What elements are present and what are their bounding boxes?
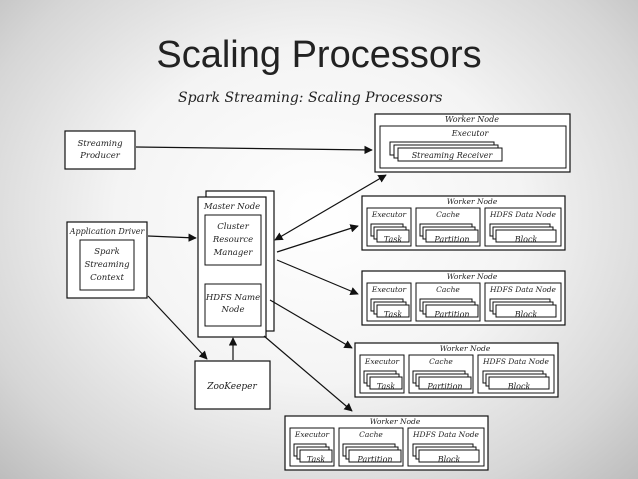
driver-to-zookeeper-arrow — [147, 295, 208, 360]
worker-node-title: Worker Node — [447, 272, 498, 281]
partition-stack-rect — [348, 449, 402, 463]
task-label: Task — [377, 382, 396, 391]
partition-label: Partition — [433, 310, 469, 319]
task-label: Task — [384, 235, 403, 244]
task-stack-rect — [376, 304, 410, 318]
partition-stack-rect — [425, 229, 479, 243]
master-receiver-arrow — [274, 174, 387, 241]
worker-node-title: Worker Node — [440, 344, 491, 353]
producer-to-receiver-arrow — [135, 145, 373, 155]
driver-to-master-arrow — [147, 233, 197, 242]
cache-label: Cache — [436, 210, 460, 219]
executor-label: Executor — [364, 357, 400, 366]
worker-node-title: Worker Node — [447, 197, 498, 206]
cache-label: Cache — [359, 430, 383, 439]
master-node-title: Master Node — [203, 202, 260, 212]
block-label: Block — [507, 382, 531, 391]
master-worker2-arrow — [276, 259, 359, 295]
executor-label: Executor — [371, 210, 407, 219]
executor-label: Executor — [371, 285, 407, 294]
application-driver-title: Application Driver — [69, 227, 146, 236]
executor-label: Executor — [294, 430, 330, 439]
hdfs-data-node-label: HDFS Data Node — [412, 430, 480, 439]
cache-label: Cache — [429, 357, 453, 366]
partition-label: Partition — [433, 235, 469, 244]
connections — [135, 145, 387, 412]
master-worker4-arrow — [263, 335, 353, 412]
cache-label: Cache — [436, 285, 460, 294]
task-label: Task — [384, 310, 403, 319]
zookeeper-label: ZooKeeper — [206, 382, 257, 392]
block-stack-rect — [495, 229, 557, 243]
receiver-executor-label: Executor — [451, 129, 490, 138]
hdfs-data-node-label: HDFS Data Node — [489, 285, 557, 294]
block-stack-rect — [488, 376, 550, 390]
partition-label: Partition — [356, 455, 392, 464]
task-label: Task — [307, 455, 326, 464]
receiver-worker-node-title: Worker Node — [445, 115, 499, 124]
master-worker1-arrow — [276, 224, 359, 253]
partition-stack-rect — [418, 376, 472, 390]
partition-stack-rect — [425, 304, 479, 318]
hdfs-data-node-label: HDFS Data Node — [489, 210, 557, 219]
streaming-receiver-label: Streaming Receiver — [412, 151, 494, 160]
block-label: Block — [437, 455, 461, 464]
hdfs-data-node-label: HDFS Data Node — [482, 357, 550, 366]
worker-nodes: Worker NodeExecutorTaskCachePartitionHDF… — [284, 195, 566, 471]
receiver-worker-node: Worker Node Executor Streaming Receiver — [374, 113, 571, 173]
zookeeper-box: ZooKeeper — [194, 360, 271, 410]
block-label: Block — [514, 235, 538, 244]
task-stack-rect — [299, 449, 333, 463]
block-stack-rect — [495, 304, 557, 318]
block-stack-rect — [418, 449, 480, 463]
block-label: Block — [514, 310, 538, 319]
master-worker3-arrow — [269, 299, 353, 349]
partition-label: Partition — [426, 382, 462, 391]
worker-node-title: Worker Node — [370, 417, 421, 426]
slide-title: Scaling Processors — [156, 34, 482, 76]
diagram-title: Spark Streaming: Scaling Processors — [178, 90, 442, 106]
task-stack-rect — [369, 376, 403, 390]
